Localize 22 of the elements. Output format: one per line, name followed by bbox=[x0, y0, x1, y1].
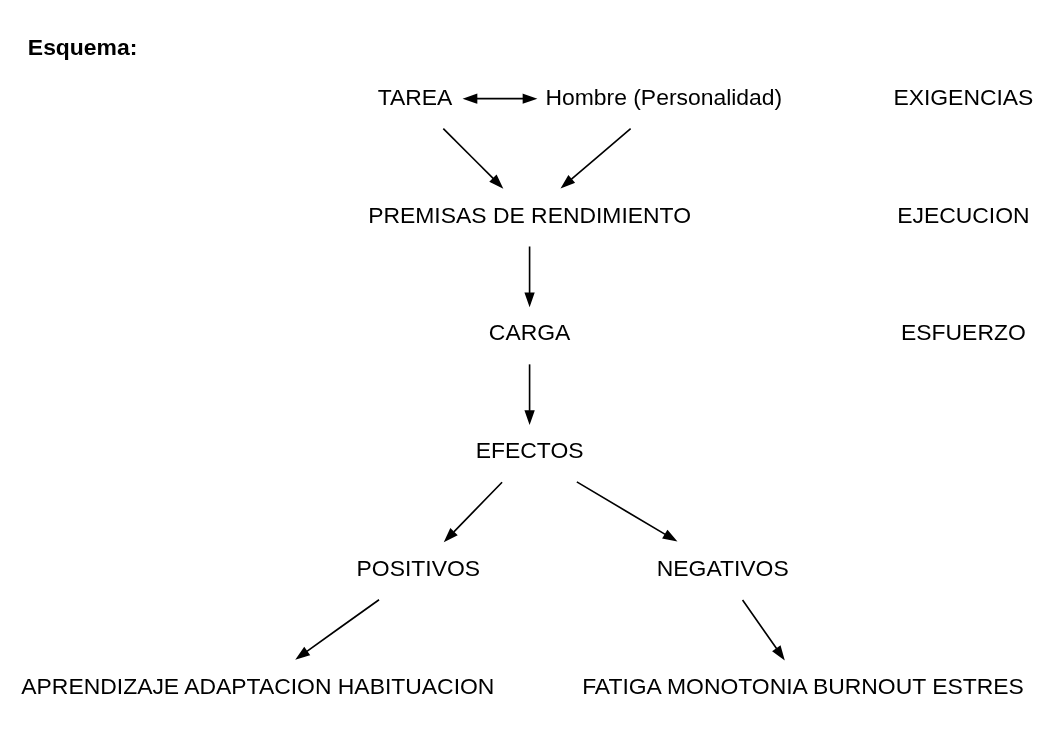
node-text: Hombre (Personalidad) bbox=[545, 83, 783, 110]
label: EXIGENCIAS bbox=[893, 83, 1034, 110]
arrow bbox=[576, 480, 678, 542]
node-text: PREMISAS DE RENDIMIENTO bbox=[368, 201, 692, 228]
node-text: EFECTOS bbox=[475, 436, 584, 463]
arrow bbox=[442, 127, 504, 189]
arrow bbox=[741, 598, 785, 660]
arrow bbox=[295, 598, 380, 660]
node-text: FATIGA MONOTONIA BURNOUT ESTRES bbox=[582, 672, 1024, 699]
node-text: APRENDIZAJE ADAPTACION HABITUACION bbox=[21, 672, 495, 699]
diagram-title: Esquema: bbox=[27, 33, 138, 60]
arrow bbox=[462, 93, 538, 104]
arrow bbox=[560, 127, 632, 188]
node-text: TAREA bbox=[377, 83, 453, 110]
arrow bbox=[443, 480, 503, 542]
arrow bbox=[524, 245, 535, 307]
label: EJECUCION bbox=[897, 201, 1030, 228]
node-text: CARGA bbox=[488, 318, 571, 345]
arrow bbox=[524, 363, 535, 425]
node-text: POSITIVOS bbox=[356, 554, 481, 581]
label: ESFUERZO bbox=[901, 318, 1026, 345]
node-text: NEGATIVOS bbox=[656, 554, 789, 581]
